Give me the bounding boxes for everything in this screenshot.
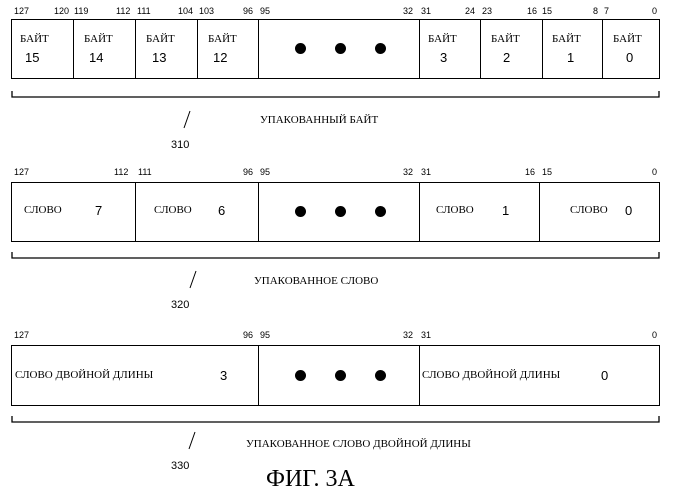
packed-dword-caption: УПАКОВАННОЕ СЛОВО ДВОЙНОЙ ДЛИНЫ [246, 438, 471, 450]
packed-dword-ref: 330 [171, 460, 189, 472]
figure-label: ФИГ. 3А [266, 466, 355, 493]
